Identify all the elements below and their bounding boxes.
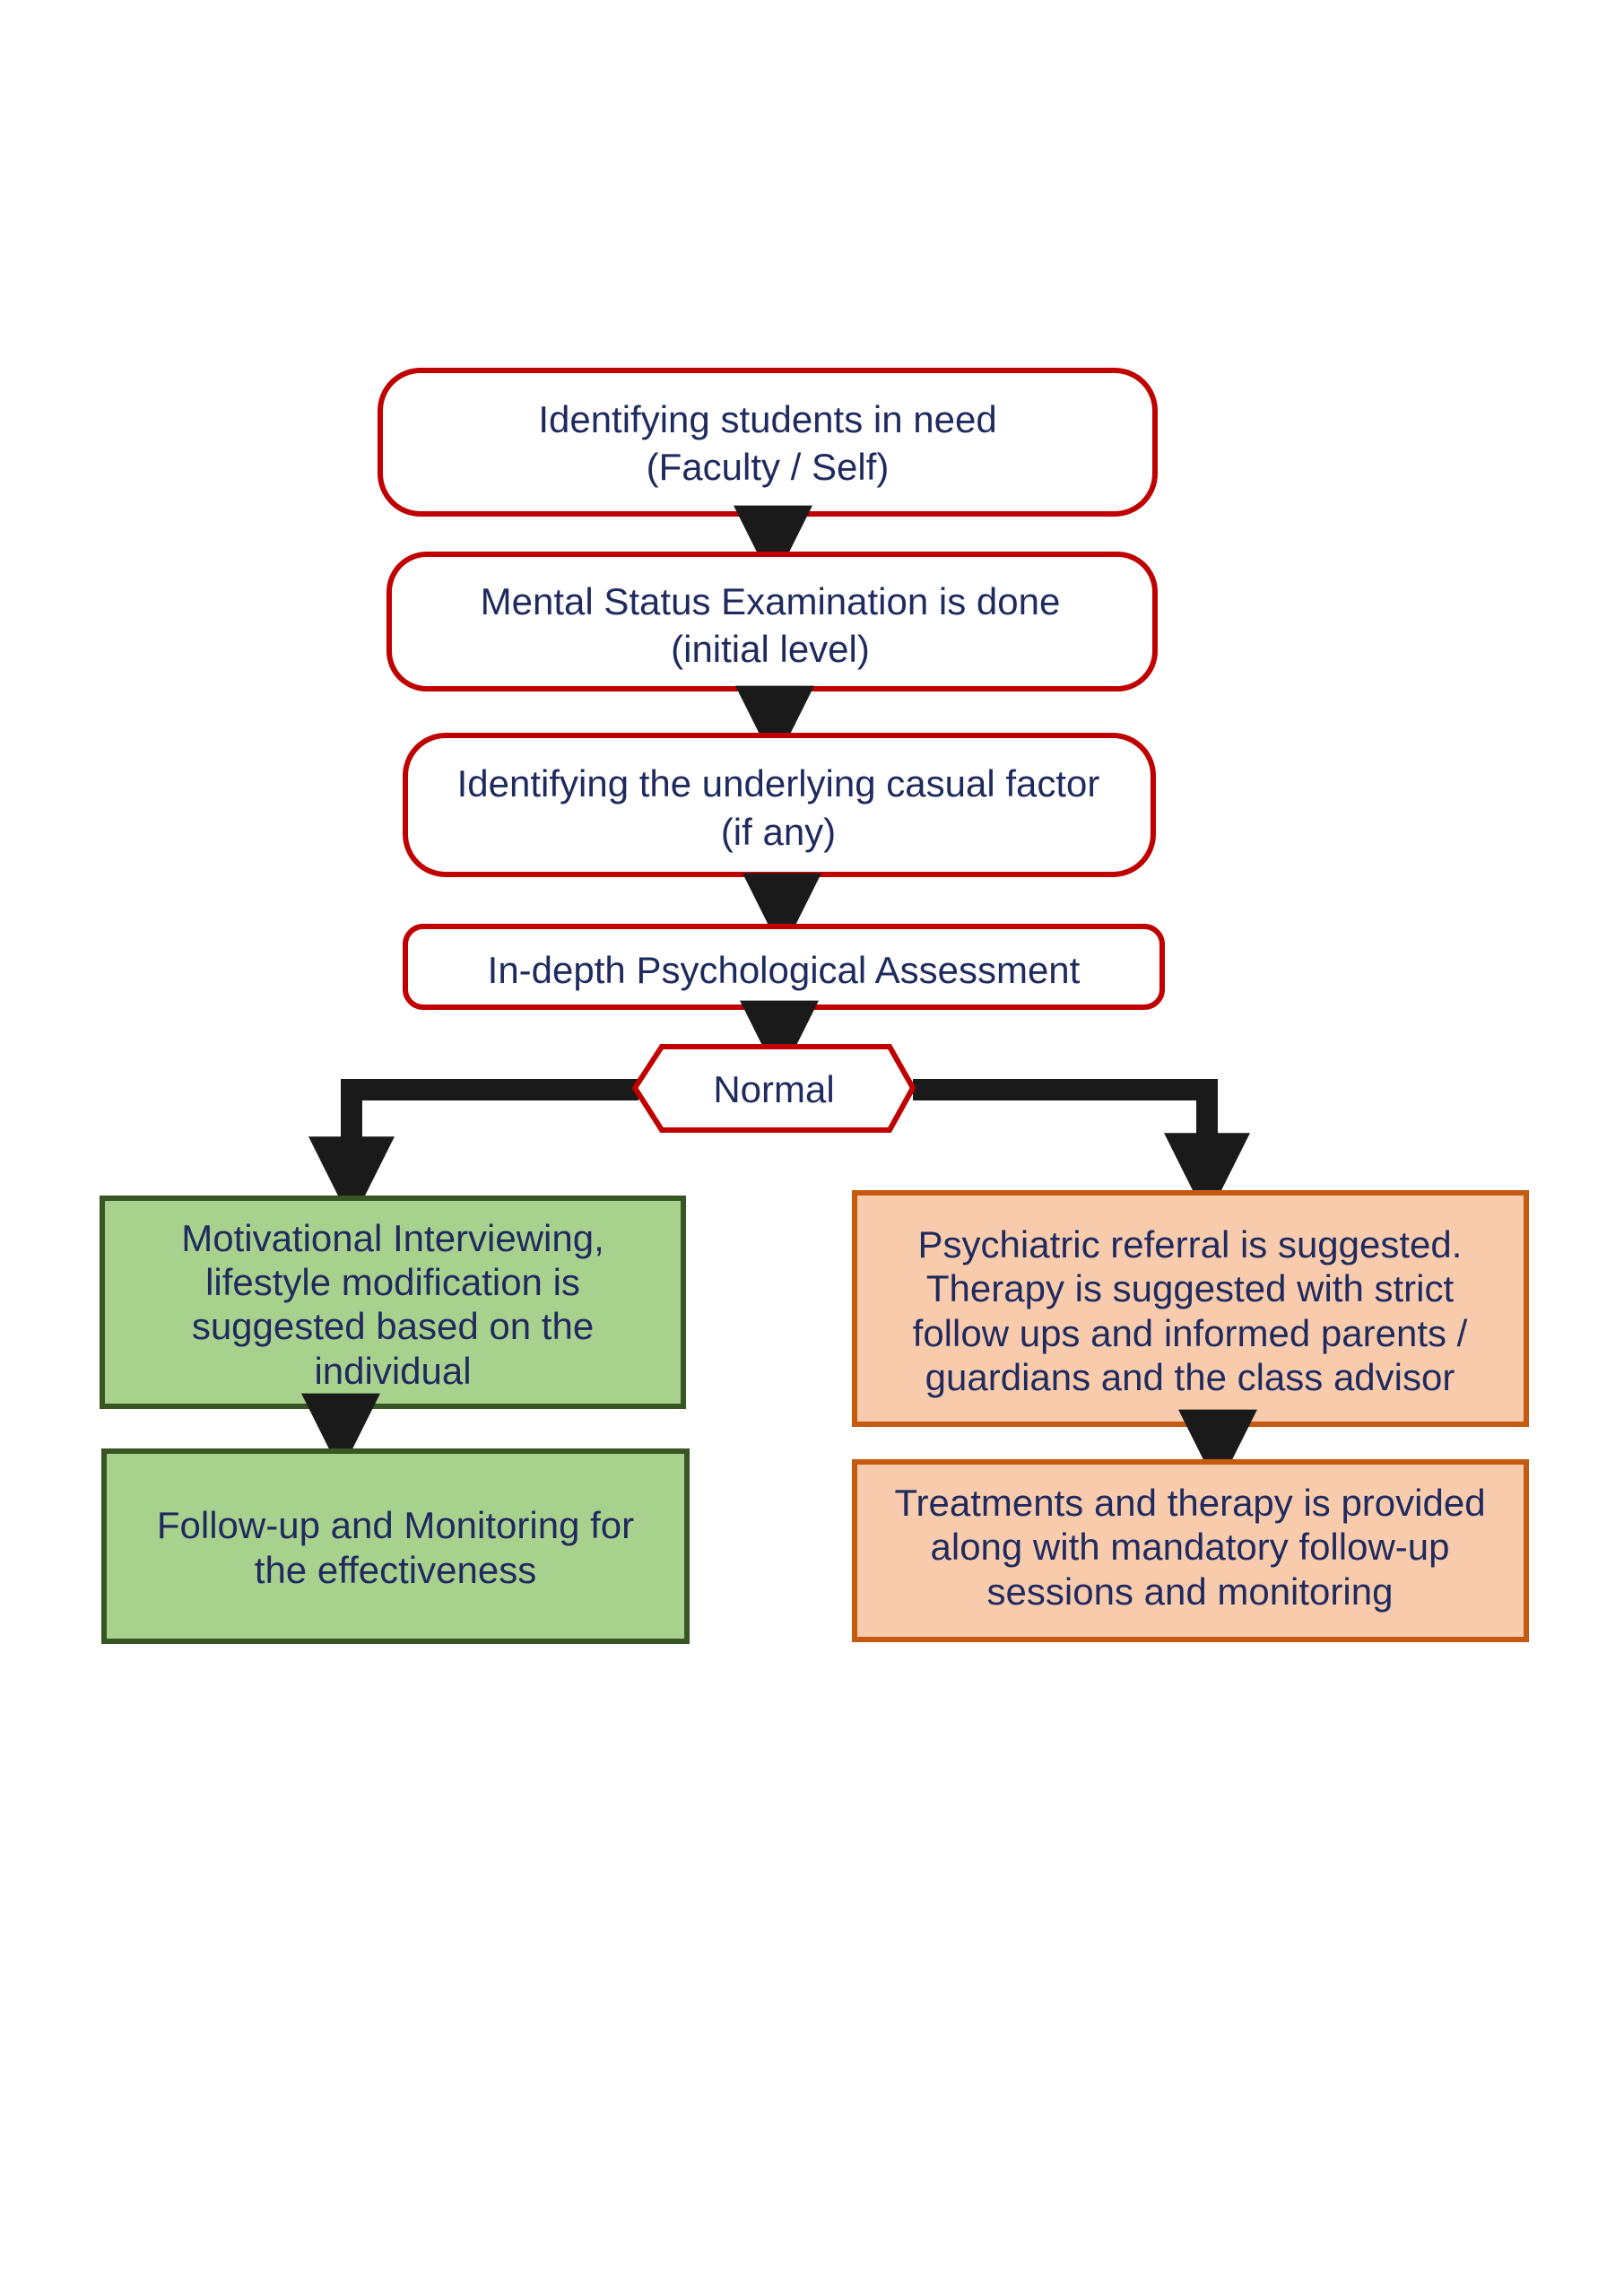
node-psychiatric-referral: Psychiatric referral is suggested. Thera… bbox=[852, 1190, 1529, 1427]
node-followup-monitoring-box bbox=[101, 1448, 690, 1644]
node-mental-status-exam: Mental Status Examination is done (initi… bbox=[386, 552, 1158, 691]
node-motivational-interviewing-line4: individual bbox=[314, 1350, 471, 1392]
node-motivational-interviewing-line3: suggested based on the bbox=[192, 1305, 594, 1347]
node-decision-normal-label: Normal bbox=[713, 1068, 834, 1110]
node-treatment-therapy: Treatments and therapy is provided along… bbox=[852, 1459, 1529, 1642]
node-treatment-therapy-line1: Treatments and therapy is provided bbox=[894, 1482, 1485, 1524]
node-causal-factor: Identifying the underlying casual factor… bbox=[403, 733, 1156, 877]
node-psych-assessment-line1: In-depth Psychological Assessment bbox=[488, 949, 1081, 991]
node-psychiatric-referral-line3: follow ups and informed parents / bbox=[913, 1312, 1468, 1354]
node-identify-students-line2: (Faculty / Self) bbox=[647, 446, 890, 488]
node-followup-monitoring: Follow-up and Monitoring for the effecti… bbox=[101, 1448, 690, 1644]
node-causal-factor-box bbox=[403, 733, 1156, 877]
node-followup-monitoring-line1: Follow-up and Monitoring for bbox=[157, 1504, 634, 1546]
node-decision-normal-shape bbox=[631, 1044, 916, 1133]
node-psychiatric-referral-line4: guardians and the class advisor bbox=[925, 1356, 1455, 1398]
node-decision-normal: Normal bbox=[631, 1044, 916, 1133]
node-causal-factor-line1: Identifying the underlying casual factor bbox=[457, 762, 1100, 804]
node-treatment-therapy-line3: sessions and monitoring bbox=[987, 1570, 1394, 1613]
node-identify-students-line1: Identifying students in need bbox=[538, 398, 996, 440]
node-treatment-therapy-line2: along with mandatory follow-up bbox=[931, 1526, 1450, 1568]
node-identify-students: Identifying students in need (Faculty / … bbox=[378, 368, 1158, 517]
node-mental-status-exam-line1: Mental Status Examination is done bbox=[481, 580, 1061, 622]
node-treatment-therapy-box bbox=[852, 1459, 1529, 1642]
node-mental-status-exam-line2: (initial level) bbox=[671, 628, 870, 670]
node-motivational-interviewing-line1: Motivational Interviewing, bbox=[181, 1217, 604, 1259]
node-causal-factor-line2: (if any) bbox=[721, 811, 836, 853]
node-motivational-interviewing-box bbox=[100, 1196, 686, 1409]
arrow-decision-to-left bbox=[308, 1079, 638, 1223]
node-psych-assessment: In-depth Psychological Assessment bbox=[403, 924, 1165, 1010]
node-identify-students-box bbox=[378, 368, 1158, 517]
node-motivational-interviewing-line2: lifestyle modification is bbox=[205, 1261, 580, 1303]
node-motivational-interviewing: Motivational Interviewing, lifestyle mod… bbox=[100, 1196, 686, 1409]
node-psychiatric-referral-line2: Therapy is suggested with strict bbox=[926, 1267, 1455, 1309]
node-followup-monitoring-line2: the effectiveness bbox=[255, 1549, 536, 1591]
node-psychiatric-referral-box bbox=[852, 1190, 1529, 1427]
node-psychiatric-referral-line1: Psychiatric referral is suggested. bbox=[918, 1223, 1463, 1265]
arrow-decision-to-right bbox=[913, 1079, 1250, 1220]
